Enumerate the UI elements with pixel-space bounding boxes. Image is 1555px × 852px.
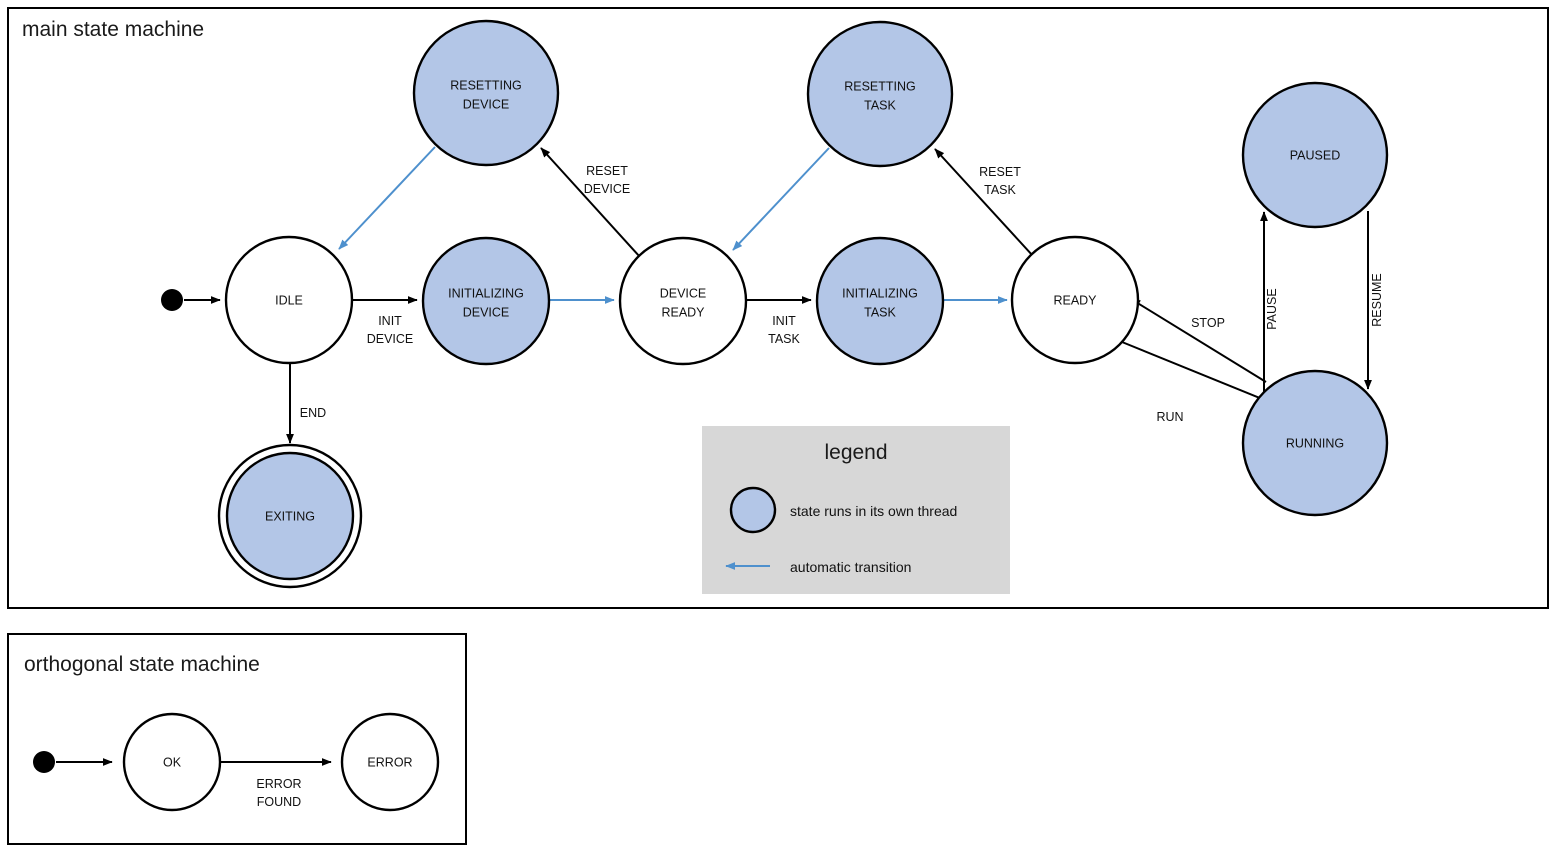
edge-label-resume: RESUME bbox=[1370, 273, 1384, 326]
state-label-device-ready-1: DEVICE bbox=[660, 286, 707, 300]
state-label-running: RUNNING bbox=[1286, 436, 1344, 450]
initial-state-marker-main bbox=[161, 289, 183, 311]
transition-paused-to-running: RESUME bbox=[1364, 211, 1384, 390]
transition-ready-to-running: RUN bbox=[1121, 341, 1273, 424]
edge-label-init-task-2: TASK bbox=[768, 332, 800, 346]
edge-label-reset-task-2: TASK bbox=[984, 183, 1016, 197]
state-label-device-ready-2: READY bbox=[661, 305, 705, 319]
initial-state-marker-orthogonal bbox=[33, 751, 55, 773]
edge-label-init-task-1: INIT bbox=[772, 314, 796, 328]
state-label-initializing-task-2: TASK bbox=[864, 305, 896, 319]
state-label-ok: OK bbox=[163, 755, 182, 769]
state-node-initializing-device[interactable]: INITIALIZING DEVICE bbox=[421, 236, 551, 366]
state-node-resetting-device[interactable]: RESETTING DEVICE bbox=[412, 19, 560, 167]
transition-ok-to-error: ERROR FOUND bbox=[220, 758, 332, 809]
edge-label-pause: PAUSE bbox=[1265, 288, 1279, 329]
edge-label-error-found-2: FOUND bbox=[257, 795, 301, 809]
edge-label-init-device-2: DEVICE bbox=[367, 332, 414, 346]
state-node-device-ready[interactable]: DEVICE READY bbox=[618, 236, 748, 366]
state-label-resetting-task-1: RESETTING bbox=[844, 79, 916, 93]
state-node-ready[interactable]: READY bbox=[1010, 235, 1140, 365]
edge-label-reset-task-1: RESET bbox=[979, 165, 1021, 179]
state-node-initializing-task[interactable]: INITIALIZING TASK bbox=[815, 236, 945, 366]
state-label-initializing-task-1: INITIALIZING bbox=[842, 286, 918, 300]
orthogonal-frame-title: orthogonal state machine bbox=[24, 653, 260, 676]
transition-running-to-ready: STOP bbox=[1130, 298, 1267, 383]
main-frame-title: main state machine bbox=[22, 18, 204, 41]
edge-label-reset-device-2: DEVICE bbox=[584, 182, 631, 196]
edge-label-stop: STOP bbox=[1191, 316, 1225, 330]
transition-device-ready-to-resetting-device: RESET DEVICE bbox=[540, 147, 641, 258]
edge-label-error-found-1: ERROR bbox=[256, 777, 301, 791]
legend: legend state runs in its own thread auto… bbox=[702, 426, 1010, 594]
state-label-initializing-device-1: INITIALIZING bbox=[448, 286, 524, 300]
state-node-error[interactable]: ERROR bbox=[340, 712, 440, 812]
legend-thread-swatch-icon bbox=[729, 486, 777, 534]
legend-thread-label: state runs in its own thread bbox=[790, 503, 957, 519]
state-node-paused[interactable]: PAUSED bbox=[1241, 81, 1389, 229]
transition-resetting-device-to-idle bbox=[338, 146, 436, 250]
state-label-resetting-task-2: TASK bbox=[864, 98, 896, 112]
edge-label-end: END bbox=[300, 406, 326, 420]
transition-resetting-task-to-device-ready bbox=[732, 147, 830, 251]
state-node-running[interactable]: RUNNING bbox=[1241, 369, 1389, 517]
edge-label-reset-device-1: RESET bbox=[586, 164, 628, 178]
state-node-idle[interactable]: IDLE bbox=[224, 235, 354, 365]
legend-auto-label: automatic transition bbox=[790, 559, 911, 575]
state-label-resetting-device-1: RESETTING bbox=[450, 78, 522, 92]
transition-ready-to-resetting-task: RESET TASK bbox=[934, 148, 1034, 257]
state-label-resetting-device-2: DEVICE bbox=[463, 97, 510, 111]
transition-idle-to-initializing-device: INIT DEVICE bbox=[352, 296, 418, 346]
transition-device-ready-to-initializing-task: INIT TASK bbox=[747, 296, 812, 346]
state-node-resetting-task[interactable]: RESETTING TASK bbox=[806, 20, 954, 168]
state-node-ok[interactable]: OK bbox=[122, 712, 222, 812]
transition-running-to-paused: PAUSE bbox=[1260, 211, 1279, 392]
state-label-ready: READY bbox=[1053, 293, 1097, 307]
state-label-paused: PAUSED bbox=[1290, 148, 1340, 162]
legend-title: legend bbox=[824, 441, 887, 464]
state-label-error: ERROR bbox=[367, 755, 412, 769]
edge-label-run: RUN bbox=[1156, 410, 1183, 424]
state-label-initializing-device-2: DEVICE bbox=[463, 305, 510, 319]
state-label-exiting: EXITING bbox=[265, 509, 315, 523]
state-node-exiting[interactable]: EXITING bbox=[217, 443, 363, 589]
state-label-idle: IDLE bbox=[275, 293, 303, 307]
edge-label-init-device-1: INIT bbox=[378, 314, 402, 328]
transition-idle-to-exiting: END bbox=[286, 363, 326, 444]
